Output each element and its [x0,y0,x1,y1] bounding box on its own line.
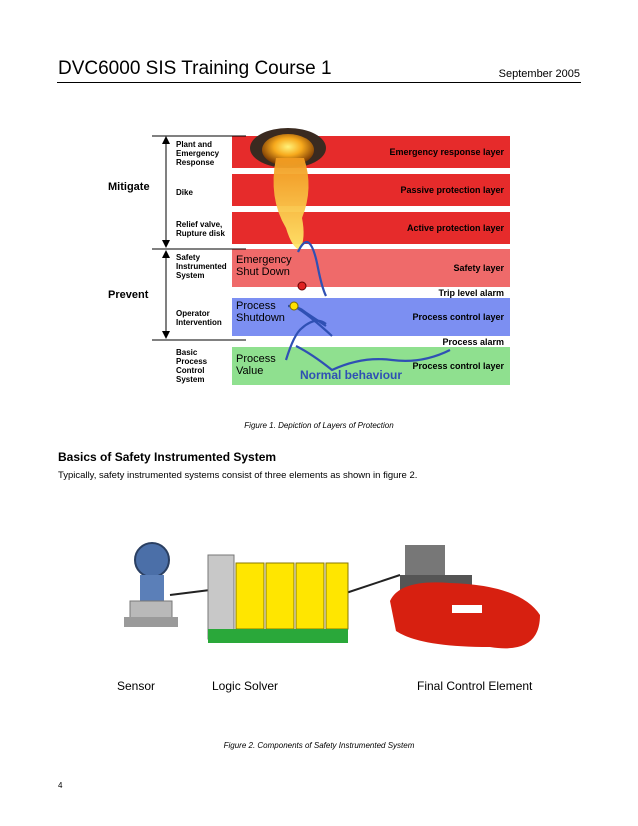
process-value-label: Process Value [236,353,286,377]
final-control-element-label: Final Control Element [417,679,532,693]
fire-explosion-icon [250,128,326,250]
esd-label: Emergency Shut Down [236,254,306,278]
section-paragraph: Typically, safety instrumented systems c… [58,470,417,481]
header-rule [57,82,581,83]
document-date: September 2005 [499,68,580,80]
logic-solver-label: Logic Solver [212,679,278,693]
document-title: DVC6000 SIS Training Course 1 [58,58,332,80]
sis-components-figure: Sensor Logic Solver Final Control Elemen… [100,535,560,705]
sensor-transmitter-icon [124,543,178,627]
components-illustration [100,535,560,675]
process-curves [100,128,520,396]
layers-of-protection-figure: Emergency response layer Passive protect… [100,128,520,396]
figure1-caption: Figure 1. Depiction of Layers of Protect… [0,421,638,430]
figure2-caption: Figure 2. Components of Safety Instrumen… [0,741,638,750]
logic-solver-icon [208,555,348,643]
final-control-element-icon [390,545,540,648]
sensor-label: Sensor [117,679,155,693]
section-heading: Basics of Safety Instrumented System [58,450,276,464]
page-number: 4 [58,781,62,790]
normal-behaviour-label: Normal behaviour [300,369,402,381]
psd-label: Process Shutdown [236,300,296,324]
